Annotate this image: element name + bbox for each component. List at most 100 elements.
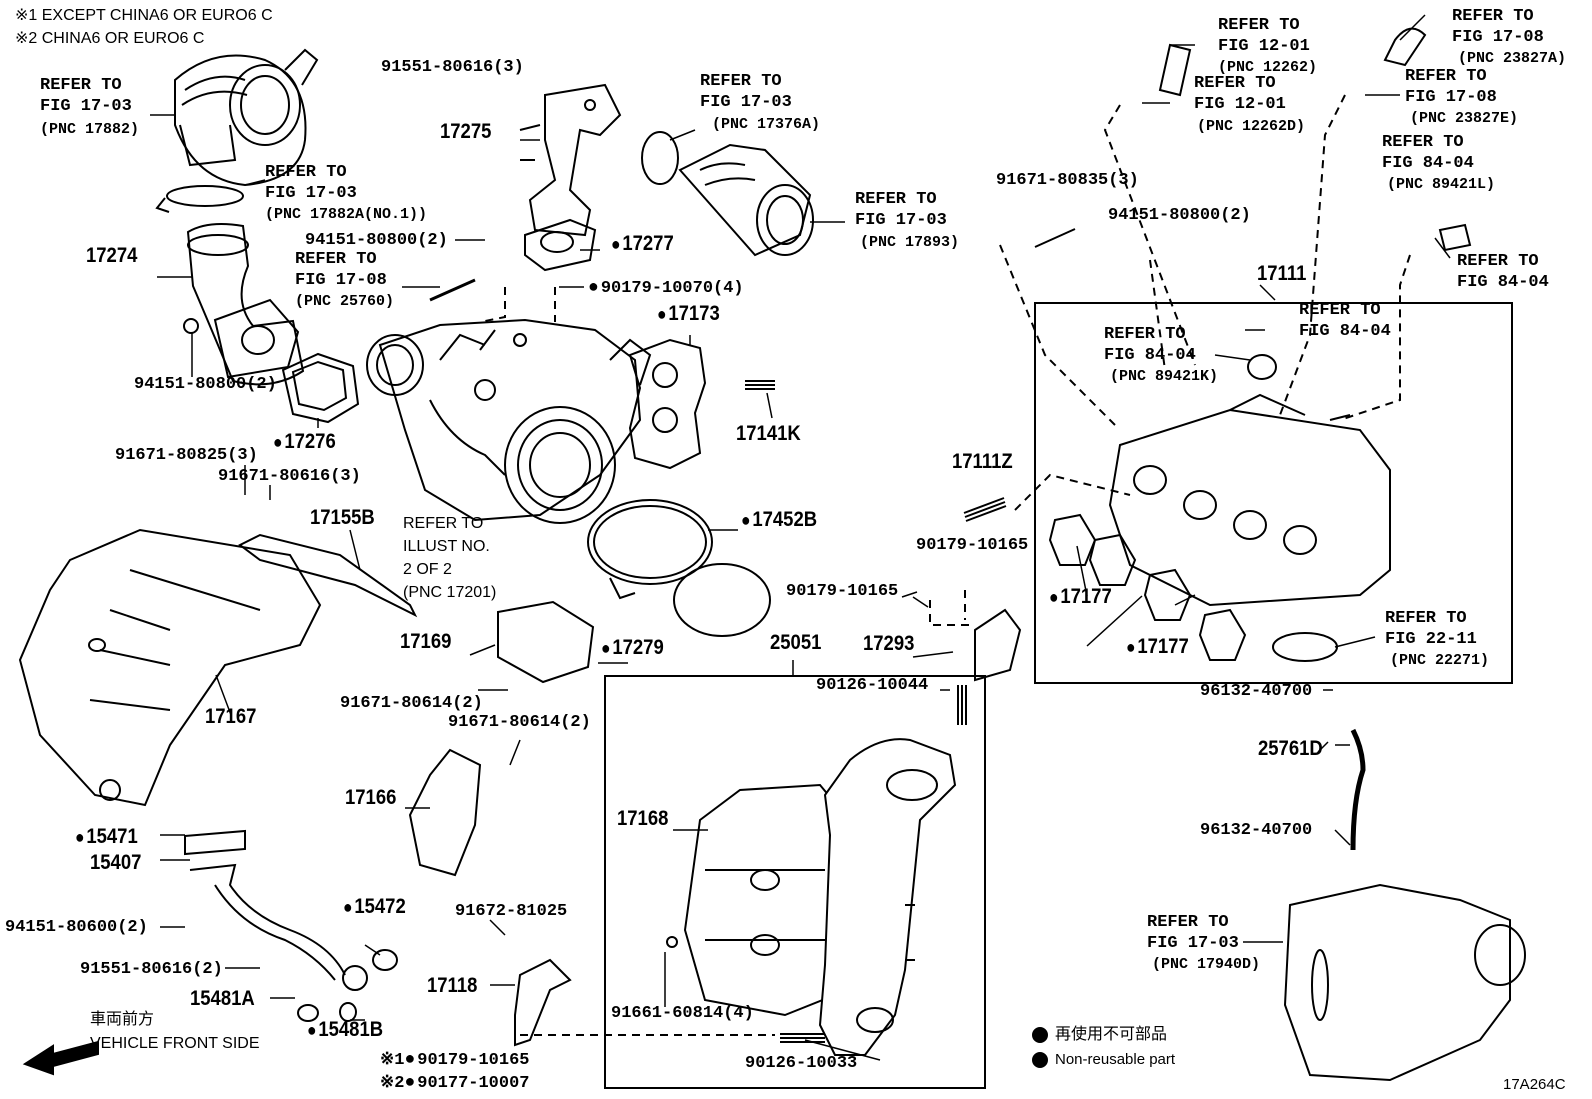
sensor-89421L-drawing <box>1438 223 1472 252</box>
code-91671-80835-3: 91671-80835(3) <box>996 171 1139 190</box>
legend-en: Non-reusable part <box>1055 1051 1176 1068</box>
dashed-lines <box>479 94 1411 1036</box>
part-15471: 15471 <box>75 825 137 849</box>
refer-pnc-17882: (PNC 17882) <box>40 121 140 138</box>
oil-pipe-drawing <box>429 278 476 302</box>
part-17274: 17274 <box>86 244 138 267</box>
code-91671-80616-3: 91671-80616(3) <box>218 467 361 486</box>
header-note-1: ※1 EXCEPT CHINA6 OR EURO6 C <box>15 7 273 24</box>
bracket-17166-drawing <box>408 748 482 877</box>
part-25761D: 25761D <box>1258 737 1323 760</box>
catalytic-converter-box <box>604 675 986 1089</box>
code-90126-10044: 90126-10044 <box>816 676 929 695</box>
code-96132-40700-b: 96132-40700 <box>1200 821 1313 840</box>
oil-pipe-15407-drawing <box>189 863 368 991</box>
code-94151-80800-2-top: 94151-80800(2) <box>305 231 448 250</box>
refer-pnc-89421l: (PNC 89421L) <box>1387 176 1496 193</box>
refer-pnc-12262d: (PNC 12262D) <box>1197 118 1306 135</box>
nut-drawing <box>183 318 199 334</box>
part-17166: 17166 <box>345 786 397 809</box>
intercooler-drawing <box>1283 883 1526 1082</box>
part-17111: 17111 <box>1257 262 1307 285</box>
refer-pnc-17940d: (PNC 17940D) <box>1152 956 1261 973</box>
gasket-17177-drawing <box>1048 513 1247 661</box>
refer-pnc-17376a: (PNC 17376A) <box>712 116 821 133</box>
part-17452B: 17452B <box>741 508 817 532</box>
bracket-17155B-drawing <box>238 533 418 618</box>
code-94151-80800-2-left: 94151-80800(2) <box>134 375 277 394</box>
refer-pnc-23827e: (PNC 23827E) <box>1410 110 1519 127</box>
bracket-17275-drawing <box>519 83 622 237</box>
gasket-22271-drawing <box>1272 632 1338 662</box>
intake-manifold-17111-drawing <box>1108 393 1391 607</box>
refer-pnc-17882a: (PNC 17882A(NO.1)) <box>265 206 428 223</box>
vehicle-front-arrow-icon <box>22 1040 99 1076</box>
code-90179-10165-b: 90179-10165 <box>786 582 899 601</box>
code-91672-81025: 91672-81025 <box>455 902 568 921</box>
bracket-17118-drawing <box>514 958 572 1047</box>
code-96132-40700-a: 96132-40700 <box>1200 682 1313 701</box>
vehicle-front-jp: 車両前方 <box>90 1011 155 1028</box>
cover-17169-drawing <box>497 600 595 684</box>
part-17275: 17275 <box>440 120 492 143</box>
code-90179-10070-4: 90179-10070(4) <box>588 278 744 299</box>
bolt-91671-80835-drawing <box>1034 228 1076 248</box>
vacuum-hose-12262-drawing <box>1158 43 1192 97</box>
catalytic-converter-25051-drawing <box>818 738 957 1056</box>
turbocharger-drawing <box>366 318 652 524</box>
part-17111Z: 17111Z <box>952 450 1013 473</box>
heat-insulator-17168-drawing <box>683 783 847 1017</box>
legend-dot-jp <box>1032 1027 1048 1043</box>
figure-id: 17A264C <box>1503 1076 1566 1093</box>
part-17168: 17168 <box>617 807 669 830</box>
sensor-89421K-drawing <box>1247 354 1277 380</box>
part-15472: 15472 <box>343 895 405 919</box>
code-94151-80800-2-right: 94151-80800(2) <box>1108 206 1251 225</box>
part-15481B: 15481B <box>307 1018 383 1042</box>
refer-pnc-17893: (PNC 17893) <box>860 234 960 251</box>
vehicle-front-en: VEHICLE FRONT SIDE <box>90 1035 260 1052</box>
part-17169: 17169 <box>400 630 452 653</box>
header-note-2: ※2 CHINA6 OR EURO6 C <box>15 30 205 47</box>
stud-17111Z-drawing <box>963 497 1007 522</box>
part-17293: 17293 <box>863 632 915 655</box>
refer-pnc-23827a: (PNC 23827A) <box>1458 50 1567 67</box>
part-17155B: 17155B <box>310 506 375 529</box>
gasket-17277-drawing <box>524 218 597 272</box>
hose-clamp-drawing <box>155 185 244 213</box>
bolt-91661-60814-drawing <box>666 936 678 948</box>
code-91671-80614-2-b: 91671-80614(2) <box>448 713 591 732</box>
gasket-17279-drawing <box>673 563 771 637</box>
stud-90126-10044-drawing <box>957 685 967 725</box>
part-15407: 15407 <box>90 851 142 874</box>
air-pipe-17274-drawing <box>186 223 305 386</box>
part-17279: 17279 <box>601 636 663 660</box>
part-17167: 17167 <box>205 705 257 728</box>
part-25051: 25051 <box>770 631 822 654</box>
clamp-17452B-drawing <box>587 499 713 600</box>
refer-pnc-22271: (PNC 22271) <box>1390 652 1490 669</box>
code-91671-80614-2-a: 91671-80614(2) <box>340 694 483 713</box>
stud-90126-10033-drawing <box>780 1033 825 1043</box>
gasket-ring-drawing <box>641 131 679 185</box>
code-90126-10033: 90126-10033 <box>745 1054 858 1073</box>
code-91551-80616-2: 91551-80616(2) <box>80 960 223 979</box>
air-hose-drawing <box>174 48 319 187</box>
code-91551-80616-3: 91551-80616(3) <box>381 58 524 77</box>
hose-25761D-drawing <box>1350 728 1366 851</box>
part-17177-a: 17177 <box>1049 585 1111 609</box>
part-17141K: 17141K <box>736 422 801 445</box>
